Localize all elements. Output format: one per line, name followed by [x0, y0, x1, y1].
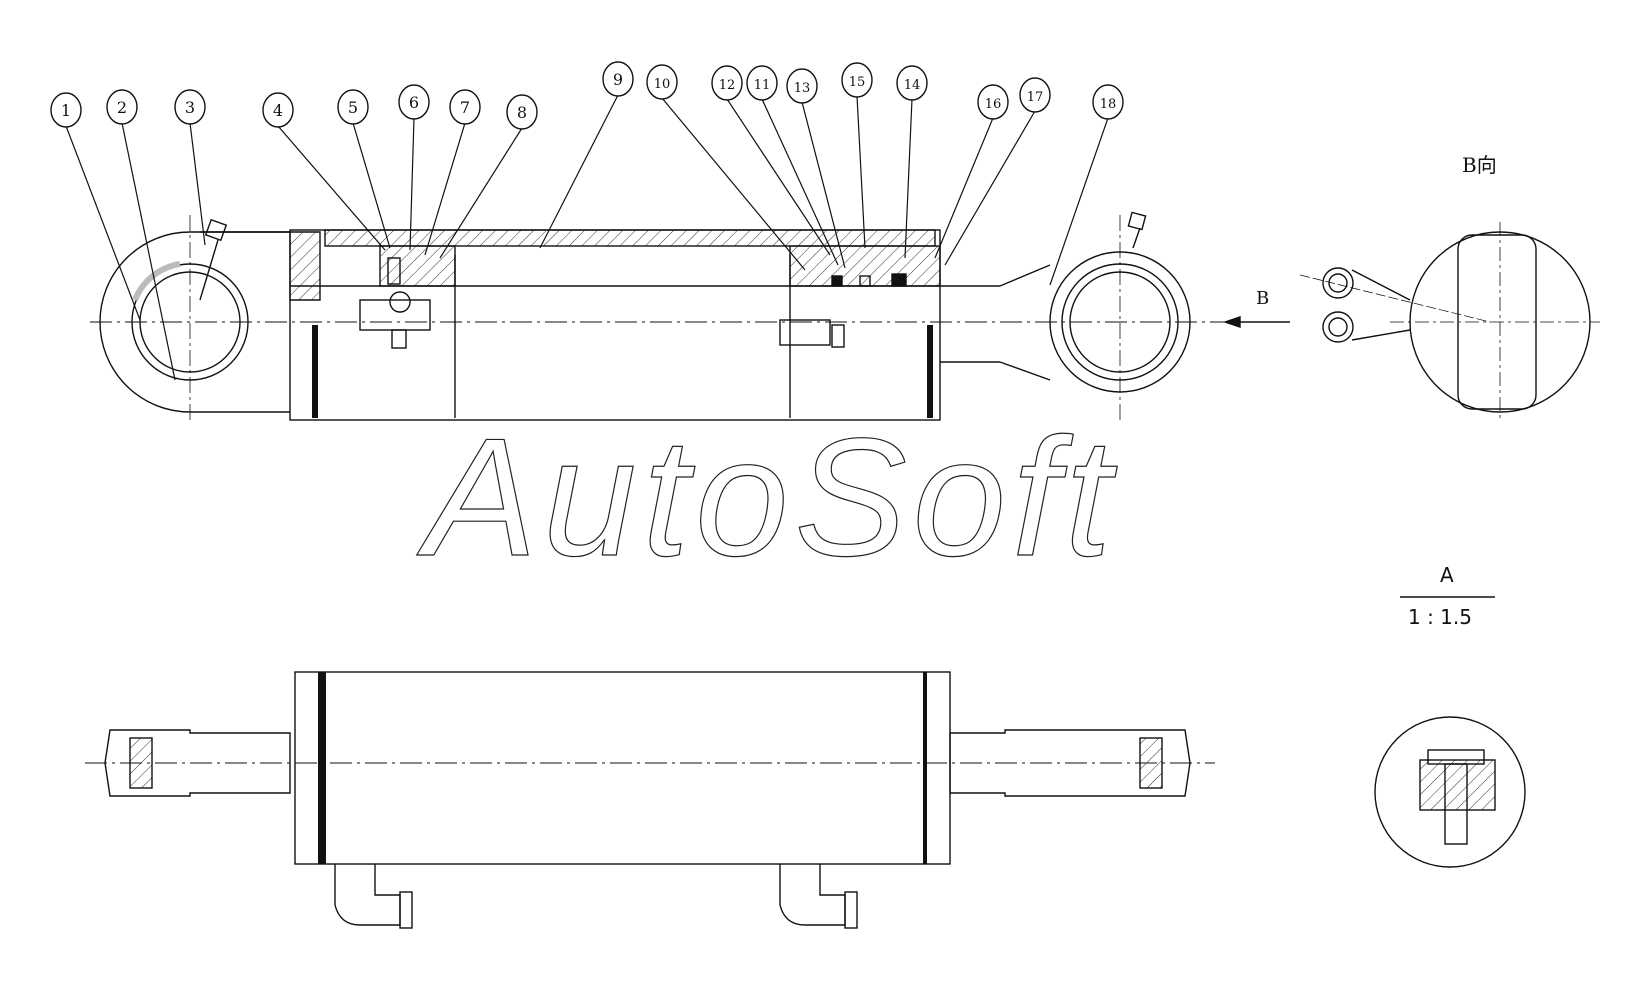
- callout-number: 5: [348, 98, 358, 117]
- right-rod-eye: [1049, 211, 1191, 393]
- callout-10: 10: [646, 64, 806, 271]
- callout-number: 8: [517, 103, 527, 122]
- callout-1: 1: [50, 92, 141, 321]
- callout-leader: [277, 125, 386, 251]
- callout-number: 15: [849, 75, 866, 90]
- callout-8: 8: [439, 94, 538, 259]
- callout-balloon: [449, 89, 481, 125]
- callout-balloon: [506, 94, 538, 130]
- grease-nipple-left: [199, 218, 228, 301]
- callout-number: 6: [409, 93, 419, 112]
- callout-leader: [934, 117, 994, 259]
- callout-number: 7: [460, 98, 470, 117]
- callout-balloon: [977, 84, 1009, 120]
- callout-number: 12: [719, 78, 736, 93]
- callout-leader: [539, 94, 619, 249]
- sectional-view: [90, 211, 1290, 421]
- callout-leader: [189, 122, 206, 246]
- callout-balloon: [398, 84, 430, 120]
- callout-balloon: [262, 92, 294, 128]
- callout-number: 14: [904, 78, 921, 93]
- view-b: [1299, 222, 1600, 420]
- callout-18: 18: [1049, 84, 1124, 286]
- callout-leader: [121, 122, 176, 381]
- callout-14: 14: [896, 65, 928, 259]
- callout-leader: [904, 98, 913, 259]
- callout-leader: [409, 117, 415, 251]
- callout-leader: [1049, 117, 1109, 286]
- callout-number: 11: [754, 78, 771, 93]
- callout-17: 17: [944, 77, 1051, 266]
- detail-a-scale: 1 : 1.5: [1408, 605, 1472, 629]
- callout-balloon: [106, 89, 138, 125]
- callout-balloon: [337, 89, 369, 125]
- callout-balloon: [174, 89, 206, 125]
- callout-balloon: [50, 92, 82, 128]
- view-b-title: B向: [1462, 153, 1497, 177]
- callout-leader: [761, 98, 839, 266]
- callout-9: 9: [539, 61, 634, 249]
- watermark-text: AutoSoft: [416, 403, 1118, 591]
- callout-11: 11: [746, 65, 839, 266]
- callout-number: 4: [273, 101, 283, 120]
- callout-number: 9: [613, 70, 623, 89]
- callout-balloon: [646, 64, 678, 100]
- callout-number: 1: [61, 101, 71, 120]
- callout-balloon: [1092, 84, 1124, 120]
- callout-6: 6: [398, 84, 430, 251]
- callout-leader: [661, 97, 806, 271]
- callout-leader: [439, 127, 523, 259]
- callout-balloon: [896, 65, 928, 101]
- callout-5: 5: [337, 89, 391, 249]
- callout-number: 17: [1027, 90, 1044, 105]
- view-b-arrow-label: B: [1256, 288, 1269, 309]
- callout-balloon: [602, 61, 634, 97]
- callout-2: 2: [106, 89, 176, 381]
- callout-number: 18: [1100, 97, 1117, 112]
- callout-4: 4: [262, 92, 386, 251]
- callout-leader: [424, 122, 466, 256]
- callout-leader: [65, 125, 141, 321]
- callout-number: 16: [985, 97, 1002, 112]
- gland: [779, 245, 941, 348]
- callout-balloon: [1019, 77, 1051, 113]
- callout-16: 16: [934, 84, 1009, 259]
- callout-balloon: [711, 65, 743, 101]
- callout-number: 3: [185, 98, 195, 117]
- callout-3: 3: [174, 89, 206, 246]
- callout-13: 13: [786, 68, 846, 269]
- callout-15: 15: [841, 62, 873, 249]
- callout-leader: [856, 95, 866, 249]
- callout-number: 2: [117, 98, 127, 117]
- callout-number: 10: [654, 77, 671, 92]
- callout-balloon: [746, 65, 778, 101]
- detail-a-label: A: [1440, 563, 1454, 587]
- view-arrow-b: [1222, 316, 1290, 328]
- callout-balloon: [841, 62, 873, 98]
- external-view: [85, 671, 1215, 929]
- piston-rod: [940, 264, 1051, 381]
- callout-balloon: [786, 68, 818, 104]
- detail-a: [1374, 596, 1526, 868]
- piston: [359, 245, 456, 349]
- callout-7: 7: [424, 89, 481, 256]
- callout-leader: [726, 98, 831, 256]
- callout-number: 13: [794, 81, 811, 96]
- callout-leader: [352, 122, 391, 249]
- callout-12: 12: [711, 65, 831, 256]
- callout-leader: [801, 101, 846, 269]
- callout-leader: [944, 110, 1036, 266]
